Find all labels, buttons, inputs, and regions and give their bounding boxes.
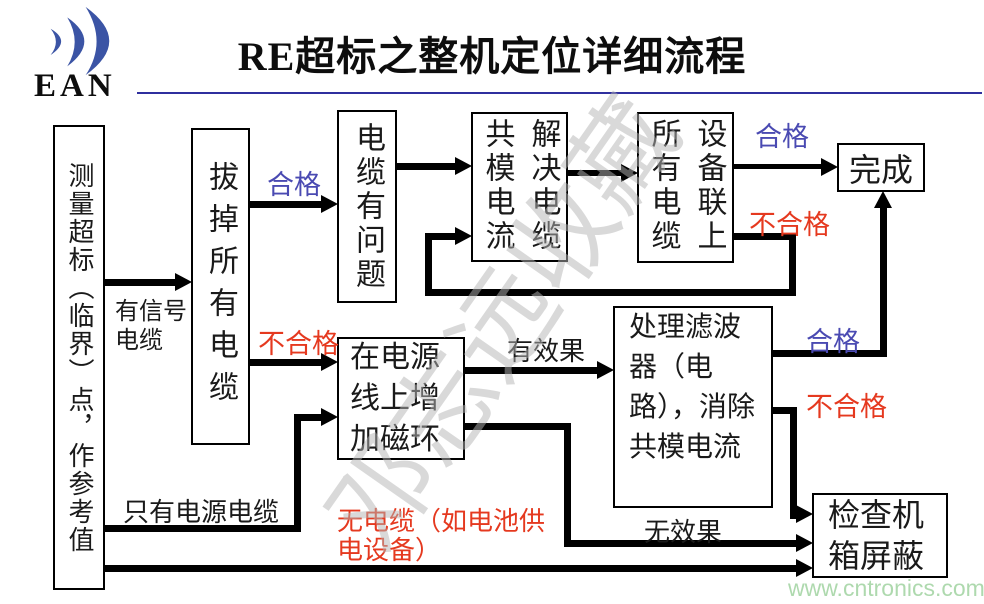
page-title: RE超标之整机定位详细流程 xyxy=(237,34,747,79)
label-pass-reconnect: 合格 xyxy=(755,122,809,152)
label-signal-cable: 有信号电缆 xyxy=(115,299,187,354)
label-no-cable: 无电缆（如电池供电设备） xyxy=(337,507,546,565)
node-cable-has-problem: 电缆有问题 xyxy=(337,110,397,303)
logo-wordmark: EAN xyxy=(34,68,116,104)
node-check-chassis-shielding: 检查机箱屏蔽 xyxy=(812,493,948,578)
node-add-ferrite-on-power-line: 在电源线上增加磁环 xyxy=(337,337,465,460)
label-power-only: 只有电源电缆 xyxy=(123,498,280,527)
node-reconnect-all-cables: 设备联上所有电缆 xyxy=(637,112,734,263)
label-fail-filter: 不合格 xyxy=(806,392,887,422)
label-effective: 有效果 xyxy=(507,337,586,366)
node-solve-common-mode-current: 解决电缆共模电流 xyxy=(471,112,568,262)
label-no-effect: 无效果 xyxy=(644,518,723,547)
node-done: 完成 xyxy=(837,143,925,192)
site-url: www.cntronics.com xyxy=(788,575,984,601)
label-pass-filter: 合格 xyxy=(806,327,860,357)
label-fail-reconnect: 不合格 xyxy=(749,210,830,240)
title-underline xyxy=(137,92,982,94)
node-measure-over-limit: 测量超标（临界）点，作参考值 xyxy=(53,125,105,590)
label-pass-unplug: 合格 xyxy=(267,170,321,200)
node-handle-filter-circuit: 处理滤波器（电路），消除共模电流 xyxy=(613,306,773,508)
ean-logo-icon xyxy=(50,6,110,76)
node-unplug-all-cables: 拔掉所有电缆 xyxy=(191,128,250,445)
label-fail-unplug: 不合格 xyxy=(258,329,339,359)
